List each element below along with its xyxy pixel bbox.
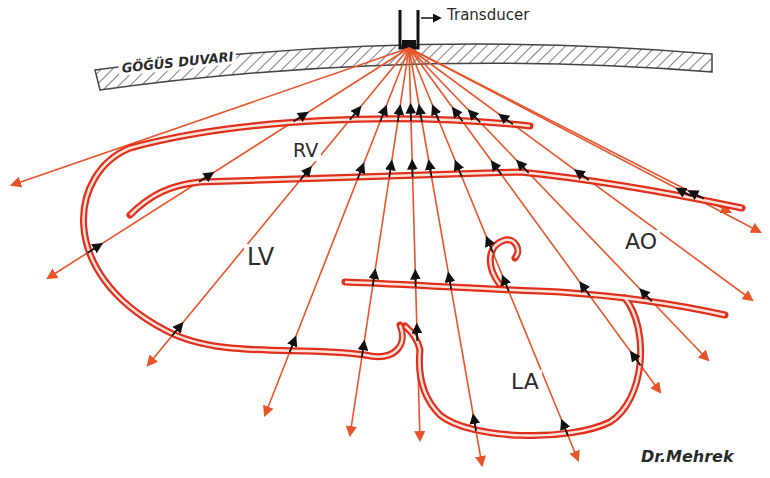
ultrasound-ray	[409, 48, 752, 300]
echo-arrow	[473, 415, 476, 431]
chamber-label: LV	[244, 244, 277, 270]
echo-arrow	[373, 270, 375, 286]
echo-arrow	[429, 161, 432, 177]
echo-arrow	[350, 107, 360, 119]
echo-arrow	[300, 168, 310, 180]
echo-arrow	[456, 162, 462, 177]
echo-arrow	[410, 105, 412, 121]
chamber-label: RV	[290, 140, 321, 161]
signature: Dr.Mehrek	[638, 448, 737, 466]
aortic-posterior-wall	[345, 282, 725, 315]
echo-arrow	[293, 113, 306, 122]
echo-arrows	[88, 105, 704, 436]
echo-arrow	[487, 238, 493, 253]
echo-arrow	[398, 106, 400, 122]
echo-arrow	[631, 353, 640, 366]
echo-arrow	[492, 162, 501, 175]
wall-inner-line	[130, 172, 742, 215]
la-wall	[405, 298, 641, 436]
transducer-label: Transducer	[444, 7, 532, 24]
ultrasound-ray	[409, 48, 730, 212]
wall-inner-line	[84, 119, 530, 357]
echo-arrow	[290, 338, 296, 353]
leader-line	[421, 17, 440, 19]
echo-arrow	[88, 244, 101, 253]
wall-inner-line	[405, 298, 641, 436]
heart-outline	[84, 119, 742, 436]
echo-arrow	[503, 277, 509, 292]
echo-arrow	[414, 271, 416, 287]
lv-free-wall	[84, 119, 530, 357]
ultrasound-ray	[409, 48, 708, 360]
echo-arrow	[419, 106, 422, 122]
echo-arrow	[389, 162, 391, 178]
septum-aortic-wall	[130, 172, 742, 215]
echo-arrow	[453, 109, 462, 122]
echo-arrow	[518, 161, 529, 173]
echo-arrow	[357, 164, 363, 179]
transducer-face	[402, 40, 416, 49]
echo-arrow	[380, 107, 386, 122]
echo-arrow	[433, 106, 439, 121]
echo-arrow	[576, 171, 589, 180]
chamber-label: AO	[622, 230, 660, 254]
chamber-label: LA	[508, 370, 542, 394]
echo-arrow	[362, 342, 364, 358]
echo-arrow	[562, 421, 568, 436]
echo-arrow	[581, 283, 590, 296]
ultrasound-rays	[12, 48, 760, 465]
echo-arrow	[641, 290, 652, 302]
echo-arrow	[500, 115, 513, 124]
ultrasound-ray	[265, 48, 409, 415]
echo-arrow	[469, 111, 480, 123]
ultrasound-ray	[409, 48, 482, 465]
transducer-symbol	[400, 10, 418, 48]
wall-inner-line	[345, 282, 725, 315]
echo-arrow	[416, 325, 418, 341]
ultrasound-ray	[148, 48, 409, 365]
echo-arrow	[677, 189, 691, 196]
echo-arrow	[172, 324, 182, 336]
ultrasound-ray	[409, 48, 660, 392]
echo-arrow	[448, 274, 451, 290]
ultrasound-ray	[350, 48, 409, 435]
echo-arrow	[690, 191, 704, 198]
echo-arrow	[199, 173, 212, 182]
echo-arrow	[411, 161, 413, 177]
